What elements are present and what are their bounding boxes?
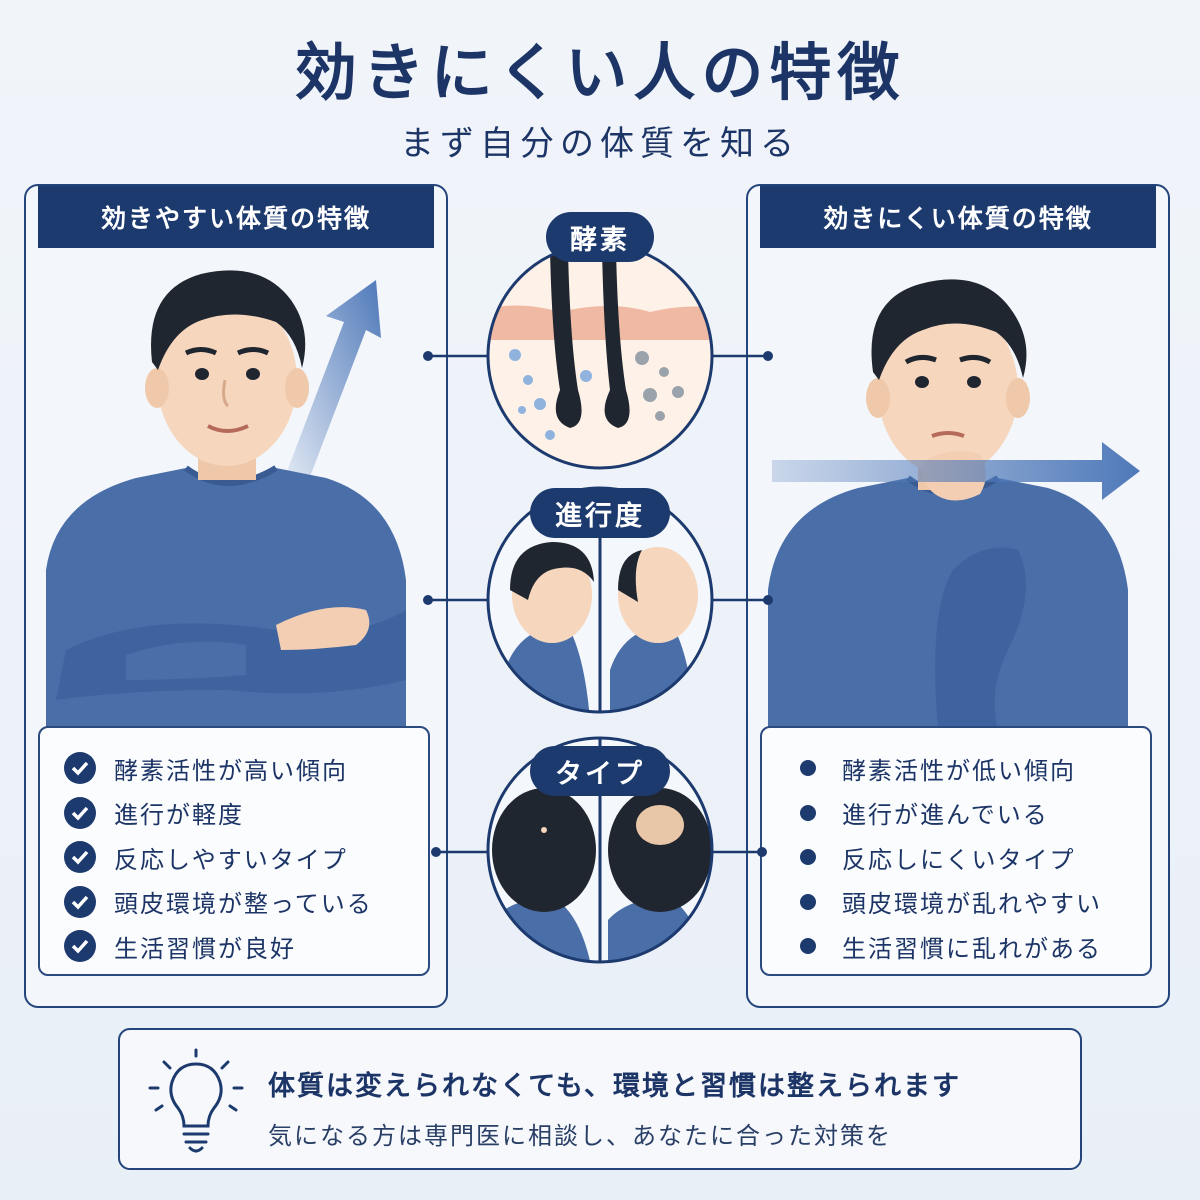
check-icon [64, 752, 96, 785]
list-item-label: 生活習慣が良好 [114, 934, 296, 963]
list-item: 進行が軽度 [64, 791, 428, 836]
resistant-traits-list: 酵素活性が低い傾向 進行が進んでいる 反応しにくいタイプ 頭皮環境が乱れやすい … [760, 726, 1152, 976]
bullet-icon [800, 938, 816, 955]
list-item: 頭皮環境が整っている [64, 880, 428, 925]
center-factors-illustration [423, 242, 773, 964]
footer-main-text: 体質は変えられなくても、環境と習慣は整えられます [268, 1071, 962, 1102]
factor-label-progression: 進行度 [530, 488, 670, 538]
footer-note: 体質は変えられなくても、環境と習慣は整えられます 気になる方は専門医に相談し、あ… [118, 1028, 1082, 1170]
list-item: 生活習慣に乱れがある [786, 924, 1150, 969]
list-item-label: 進行が軽度 [114, 801, 244, 830]
list-item: 反応しにくいタイプ [786, 835, 1150, 880]
check-icon [64, 930, 96, 963]
check-icon [64, 841, 96, 874]
list-item-label: 反応しやすいタイプ [114, 845, 348, 874]
confident-man-illustration [46, 270, 406, 730]
responsive-panel: 効きやすい体質の特徴 [24, 184, 448, 1008]
hair-follicle-illustration [488, 244, 712, 468]
list-item-label: 生活習慣に乱れがある [842, 934, 1102, 963]
list-item: 進行が進んでいる [786, 791, 1150, 836]
list-item: 頭皮環境が乱れやすい [786, 880, 1150, 925]
connector-lines [428, 354, 768, 854]
list-item: 生活習慣が良好 [64, 924, 428, 969]
list-item-label: 頭皮環境が乱れやすい [842, 890, 1102, 919]
hair-type-illustration [488, 738, 712, 962]
list-item-label: 頭皮環境が整っている [114, 890, 373, 919]
page-subtitle: まず自分の体質を知る [400, 124, 800, 164]
list-item: 酵素活性が低い傾向 [786, 746, 1150, 791]
resistant-panel-header: 効きにくい体質の特徴 [760, 186, 1156, 248]
factor-label-type: タイプ [530, 746, 670, 796]
bullet-icon [800, 804, 816, 821]
check-icon [64, 796, 96, 829]
list-item-label: 酵素活性が高い傾向 [114, 756, 348, 785]
arrow-right-icon [772, 442, 1140, 500]
check-icon [64, 885, 96, 918]
resistant-panel: 効きにくい体質の特徴 酵素活性が低い傾向 進行が進んでいる [746, 184, 1170, 1008]
list-item: 酵素活性が高い傾向 [64, 746, 428, 791]
responsive-traits-list: 酵素活性が高い傾向 進行が軽度 反応しやすいタイプ 頭皮環境が整っている 生活習… [38, 726, 430, 976]
list-item-label: 酵素活性が低い傾向 [842, 756, 1076, 785]
bullet-icon [800, 760, 816, 777]
factor-label-enzyme: 酵素 [546, 212, 654, 262]
list-item-label: 反応しにくいタイプ [842, 845, 1076, 874]
page-title: 効きにくい人の特徴 [294, 36, 906, 109]
list-item-label: 進行が進んでいる [842, 801, 1049, 830]
list-item: 反応しやすいタイプ [64, 835, 428, 880]
responsive-panel-header: 効きやすい体質の特徴 [38, 186, 434, 248]
lightbulb-icon [148, 1048, 244, 1153]
bullet-icon [800, 849, 816, 866]
bullet-icon [800, 893, 816, 910]
arrow-up-right-icon [276, 280, 381, 508]
footer-sub-text: 気になる方は専門医に相談し、あなたに合った対策を [268, 1122, 892, 1150]
